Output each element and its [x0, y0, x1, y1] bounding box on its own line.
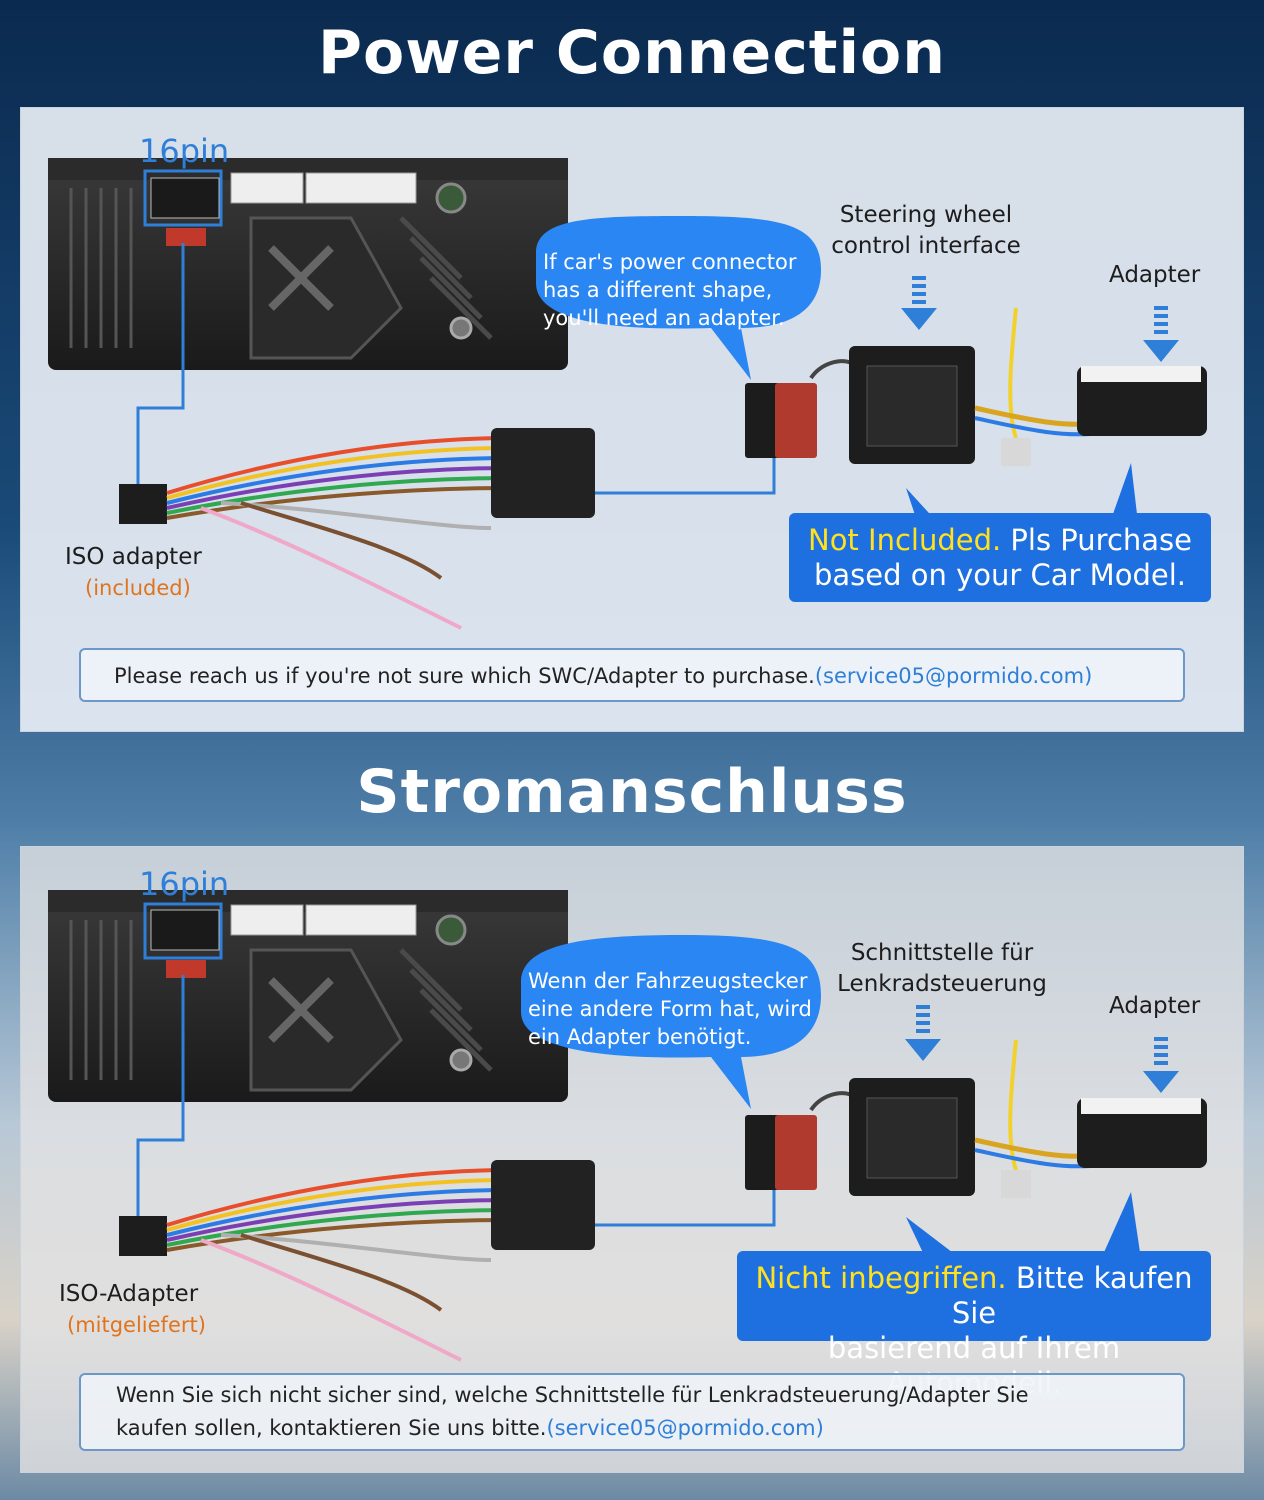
swc-interface-label: Schnittstelle für Lenkradsteuerung [837, 940, 1047, 997]
adapter-box [974, 1098, 1207, 1169]
pin-highlight-box [143, 902, 223, 960]
wiring-illustration [48, 890, 1207, 1362]
contact-info-box: Wenn Sie sich nicht sicher sind, welche … [79, 1373, 1185, 1451]
speech-bubble [536, 216, 821, 380]
adapter-label: Adapter [1109, 262, 1201, 288]
contact-info-box: Please reach us if you're not sure which… [79, 648, 1185, 702]
not-included-note: Nicht inbegriffen. Bitte kaufen Sie basi… [737, 1251, 1211, 1400]
speech-bubble-text: Wenn der Fahrzeugstecker eine andere For… [528, 969, 812, 1049]
arrow-down-icon [1143, 1037, 1179, 1093]
connection-line [136, 975, 185, 1220]
iso-connector-red [775, 1115, 817, 1190]
swc-interface-label: Steering wheel control interface [831, 202, 1021, 259]
arrow-down-icon [901, 276, 937, 330]
iso-connector-red [775, 383, 817, 458]
iso-adapter-label: ISO-Adapter [59, 1281, 199, 1307]
speech-bubble-text: If car's power connector has a different… [543, 250, 797, 330]
head-unit [48, 158, 568, 370]
speech-bubble [521, 935, 821, 1109]
iso-included-label: (included) [85, 576, 191, 600]
iso-adapter-label: ISO adapter [65, 544, 202, 570]
not-included-highlight: Nicht inbegriffen. [755, 1261, 1007, 1295]
contact-email-link[interactable]: (service05@pormido.com) [546, 1416, 824, 1440]
arrow-down-icon [1143, 306, 1179, 362]
swc-connector [849, 1078, 975, 1196]
pin-label: 16pin [139, 865, 230, 903]
section-title-2: Stromanschluss [356, 757, 908, 827]
pin-label: 16pin [139, 132, 230, 170]
diagram-panel-2: 16pin ISO-Adapter (mitgeliefert) Wenn de… [20, 846, 1244, 1473]
iso-harness [119, 1160, 595, 1362]
connection-line [136, 243, 185, 488]
not-included-highlight: Not Included. [808, 523, 1002, 557]
wiring-illustration [48, 158, 1207, 630]
iso-included-label: (mitgeliefert) [67, 1313, 206, 1337]
section-title-1: Power Connection [318, 18, 946, 88]
head-unit [48, 890, 568, 1102]
pin-highlight-box [143, 169, 223, 227]
adapter-box [974, 366, 1207, 437]
arrow-down-icon [905, 1005, 941, 1061]
not-included-note: Not Included. Pls Purchase based on your… [789, 513, 1211, 602]
adapter-label: Adapter [1109, 993, 1201, 1019]
swc-connector [849, 346, 975, 464]
diagram-panel-1: 16pin ISO adapter (included) If car's po… [20, 107, 1244, 732]
iso-harness [119, 428, 595, 630]
contact-email-link[interactable]: (service05@pormido.com) [814, 664, 1093, 688]
